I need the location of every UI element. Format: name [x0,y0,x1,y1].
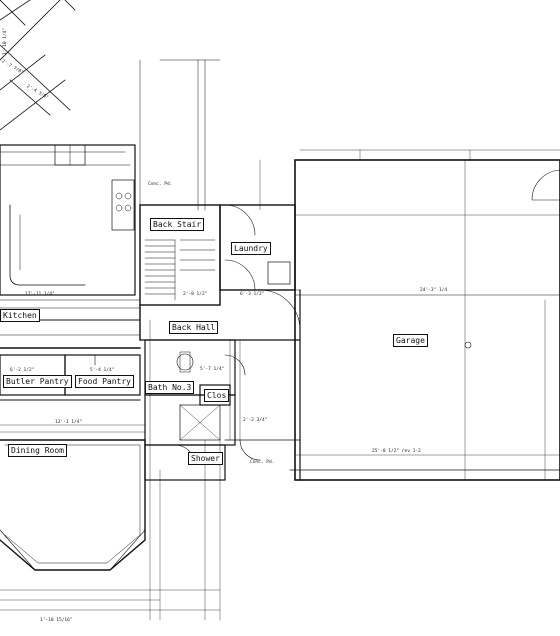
room-label-dining-room: Dining Room [8,444,67,457]
dim-ceiling-note-a: Conc. Pd. [148,182,173,187]
dimension-lines [0,149,560,621]
dim-bottom: 1'-10 15/16" [40,618,73,623]
pantry-area [0,347,141,401]
dim-ceiling-note-b: Conc. Pd. [250,460,275,465]
room-label-back-stair: Back Stair [150,218,205,231]
dim-butler: 6'-2 1/2" [10,368,35,373]
room-label-food-pantry: Food Pantry [75,375,134,388]
dim-kitchen-width: 17'-11 1/4" [25,292,55,297]
dim-garage-top: 24'-3" 1/4 [420,288,448,293]
dining-room-area [0,424,146,571]
bath-area [144,339,301,481]
dim-bath-b: 2'-2 3/4" [243,418,268,423]
dimension-lines-top [139,59,221,211]
room-label-bath-no3: Bath No.3 [145,381,195,394]
dim-dining-width: 12'-1 1/4" [55,420,83,425]
dim-bath-a: 5'-7 1/4" [200,367,225,372]
dim-food: 5'-4 1/4" [90,368,115,373]
garage-area [289,159,560,481]
room-label-shower: Shower [188,452,223,465]
dim-back-stair: 2'-8 1/2" [183,292,208,297]
room-label-butler-pantry: Butler Pantry [3,375,72,388]
dim-top-left-a: 1'-10 1/4" [3,27,8,55]
room-label-garage: Garage [393,334,428,347]
room-label-back-hall: Back Hall [169,321,219,334]
dim-laundry: 6'-3 1/2" [240,292,265,297]
room-label-kitchen: Kitchen [0,309,40,322]
room-label-clos: Clos [204,389,230,402]
angled-wing-top-left [0,0,76,131]
dim-garage-bottom: 25'-0 1/2" rev 1-2 [372,449,421,454]
kitchen-area [0,144,141,336]
room-label-laundry: Laundry [231,242,271,255]
